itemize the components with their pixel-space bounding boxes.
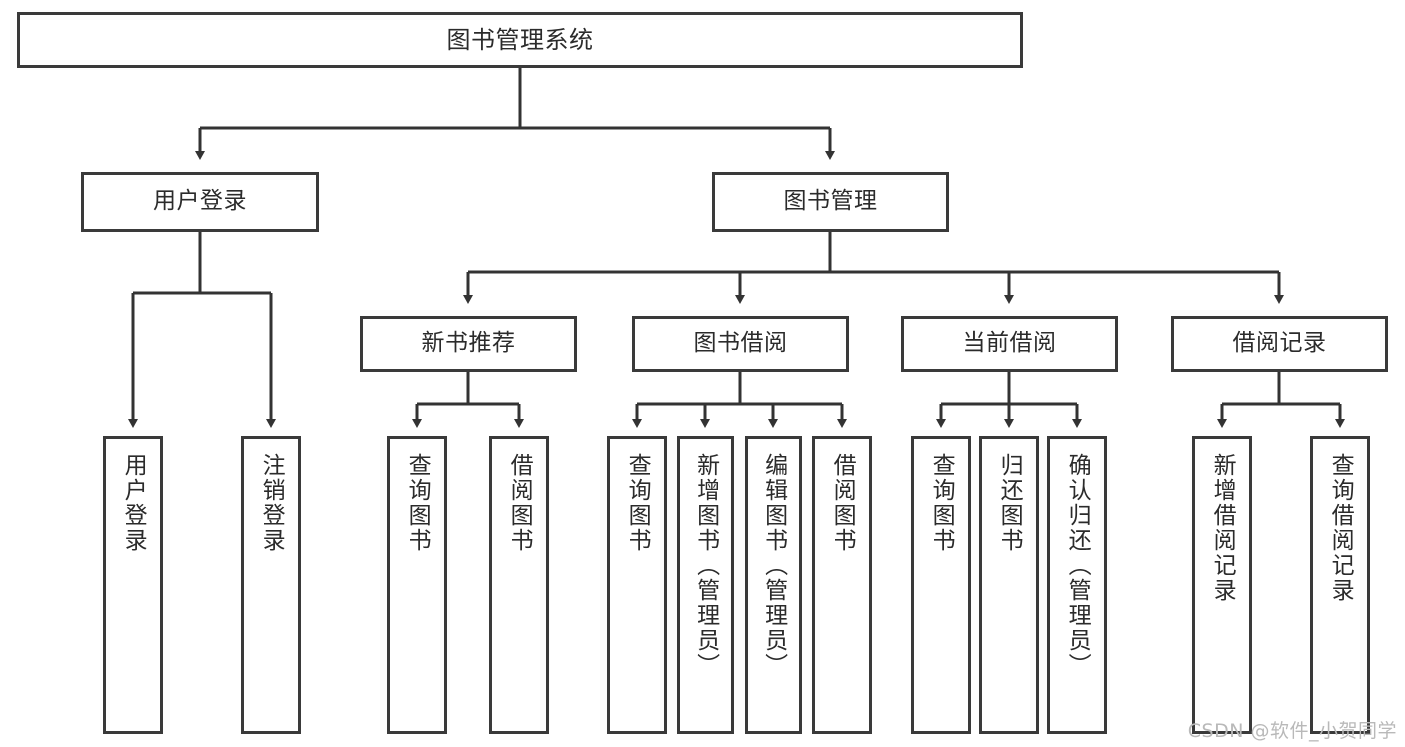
node-borrow-record-label: 借阅记录 xyxy=(1232,330,1327,357)
node-current-borrow[interactable]: 当前借阅 xyxy=(901,316,1118,372)
node-current-borrow-label: 当前借阅 xyxy=(962,330,1057,357)
node-leaf-return-book[interactable]: 归还图书 xyxy=(979,436,1039,734)
node-leaf-return-book-label: 归还图书 xyxy=(996,453,1023,553)
node-new-book-rec[interactable]: 新书推荐 xyxy=(360,316,577,372)
node-root-label: 图书管理系统 xyxy=(446,25,594,54)
node-leaf-user-login[interactable]: 用户登录 xyxy=(103,436,163,734)
node-root[interactable]: 图书管理系统 xyxy=(17,12,1023,68)
node-leaf-logout[interactable]: 注销登录 xyxy=(241,436,301,734)
node-leaf-add-record-label: 新增借阅记录 xyxy=(1209,453,1236,603)
node-leaf-confirm-return-label: 确认归还（管理员） xyxy=(1064,453,1091,678)
node-leaf-borrow-book-2-label: 借阅图书 xyxy=(829,453,856,553)
node-leaf-borrow-book-2[interactable]: 借阅图书 xyxy=(812,436,872,734)
node-user-login-label: 用户登录 xyxy=(153,188,247,215)
node-leaf-add-book-label: 新增图书（管理员） xyxy=(692,453,719,678)
node-leaf-query-book-3[interactable]: 查询图书 xyxy=(911,436,971,734)
node-leaf-confirm-return[interactable]: 确认归还（管理员） xyxy=(1047,436,1107,734)
node-book-borrow-label: 图书借阅 xyxy=(693,330,788,357)
node-leaf-add-book[interactable]: 新增图书（管理员） xyxy=(677,436,734,734)
node-book-borrow[interactable]: 图书借阅 xyxy=(632,316,849,372)
node-leaf-user-login-label: 用户登录 xyxy=(120,453,147,553)
node-leaf-query-record[interactable]: 查询借阅记录 xyxy=(1310,436,1370,734)
node-book-manage[interactable]: 图书管理 xyxy=(712,172,949,232)
node-leaf-edit-book-label: 编辑图书（管理员） xyxy=(760,453,787,678)
node-leaf-query-book-2[interactable]: 查询图书 xyxy=(607,436,667,734)
node-leaf-borrow-book-1[interactable]: 借阅图书 xyxy=(489,436,549,734)
node-leaf-query-book-2-label: 查询图书 xyxy=(624,453,651,553)
node-borrow-record[interactable]: 借阅记录 xyxy=(1171,316,1388,372)
node-leaf-query-book-1[interactable]: 查询图书 xyxy=(387,436,447,734)
node-book-manage-label: 图书管理 xyxy=(783,188,878,215)
node-new-book-rec-label: 新书推荐 xyxy=(421,330,516,357)
node-leaf-edit-book[interactable]: 编辑图书（管理员） xyxy=(745,436,802,734)
node-user-login[interactable]: 用户登录 xyxy=(81,172,319,232)
node-leaf-borrow-book-1-label: 借阅图书 xyxy=(506,453,533,553)
csdn-watermark: CSDN @软件_小贺同学 xyxy=(1187,720,1397,742)
node-leaf-query-book-1-label: 查询图书 xyxy=(404,453,431,553)
node-leaf-logout-label: 注销登录 xyxy=(258,453,285,553)
node-leaf-query-record-label: 查询借阅记录 xyxy=(1327,453,1354,603)
node-leaf-add-record[interactable]: 新增借阅记录 xyxy=(1192,436,1252,734)
node-leaf-query-book-3-label: 查询图书 xyxy=(928,453,955,553)
